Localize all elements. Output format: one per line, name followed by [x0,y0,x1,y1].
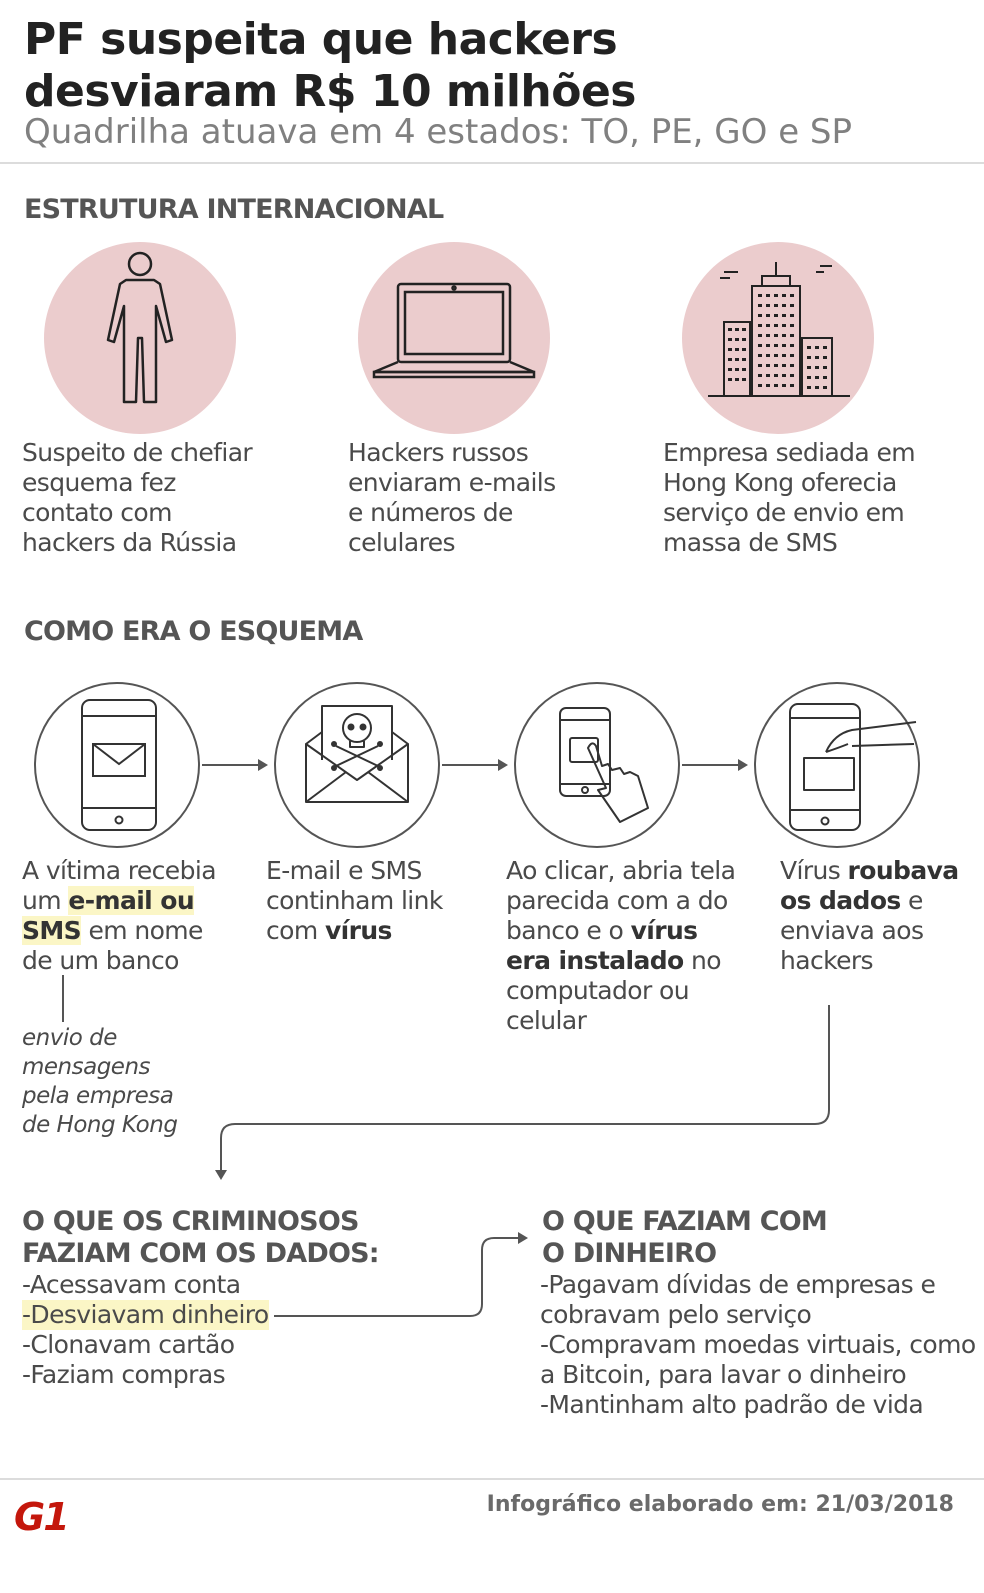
scheme-step-2-caption: E-mail e SMS continham link com vírus [266,856,443,945]
phone-mail-icon [34,682,200,848]
phone-tap-icon [514,682,680,848]
person-icon [44,242,236,434]
list-item: -Faziam compras [22,1360,226,1389]
scheme-step-4-caption: Vírus roubava os dados e enviava aos hac… [780,856,959,975]
scheme-note: envio de mensagens pela empresa de Hong … [22,1025,178,1138]
structure-caption-suspect: Suspeito de chefiar esquema fez contato … [22,438,253,557]
g1-logo: G1 [14,1495,70,1539]
list-item: -Pagavam dívidas de empresas e [540,1270,936,1299]
section-heading-money-use: O QUE FAZIAM COM O DINHEIRO [542,1206,828,1269]
phone-grab-icon [754,682,920,848]
scheme-step-1-caption: A vítima recebia um e-mail ou SMS em nom… [22,856,217,975]
page-subtitle: Quadrilha atuava em 4 estados: TO, PE, G… [24,112,853,152]
scheme-step-3-caption: Ao clicar, abria tela parecida com a do … [506,856,736,1035]
section-heading-data-use: O QUE OS CRIMINOSOS FAZIAM COM OS DADOS: [22,1206,380,1269]
footer-credit: Infográfico elaborado em: 21/03/2018 [486,1492,954,1517]
footer-divider [0,1478,984,1480]
list-item: cobravam pelo serviço [540,1300,812,1329]
data-use-list: -Acessavam conta -Desviavam dinheiro -Cl… [22,1270,282,1390]
money-use-list: -Pagavam dívidas de empresas e cobravam … [540,1270,980,1420]
section-heading-structure: ESTRUTURA INTERNACIONAL [24,194,444,225]
header-divider [0,162,984,164]
list-item: -Acessavam conta [22,1270,241,1299]
list-item: -Clonavam cartão [22,1330,235,1359]
page-title: PF suspeita que hackers desviaram R$ 10 … [24,14,637,117]
list-item: -Desviavam dinheiro [22,1300,269,1330]
list-item: -Compravam moedas virtuais, como [540,1330,976,1359]
structure-caption-hackers: Hackers russos enviaram e-mails e número… [348,438,556,557]
section-heading-scheme: COMO ERA O ESQUEMA [24,616,363,647]
structure-caption-company: Empresa sediada em Hong Kong oferecia se… [663,438,916,557]
list-item: -Mantinham alto padrão de vida [540,1390,924,1419]
buildings-icon [682,242,874,434]
skull-envelope-icon [274,682,440,848]
list-item: a Bitcoin, para lavar o dinheiro [540,1360,907,1389]
laptop-icon [358,242,550,434]
